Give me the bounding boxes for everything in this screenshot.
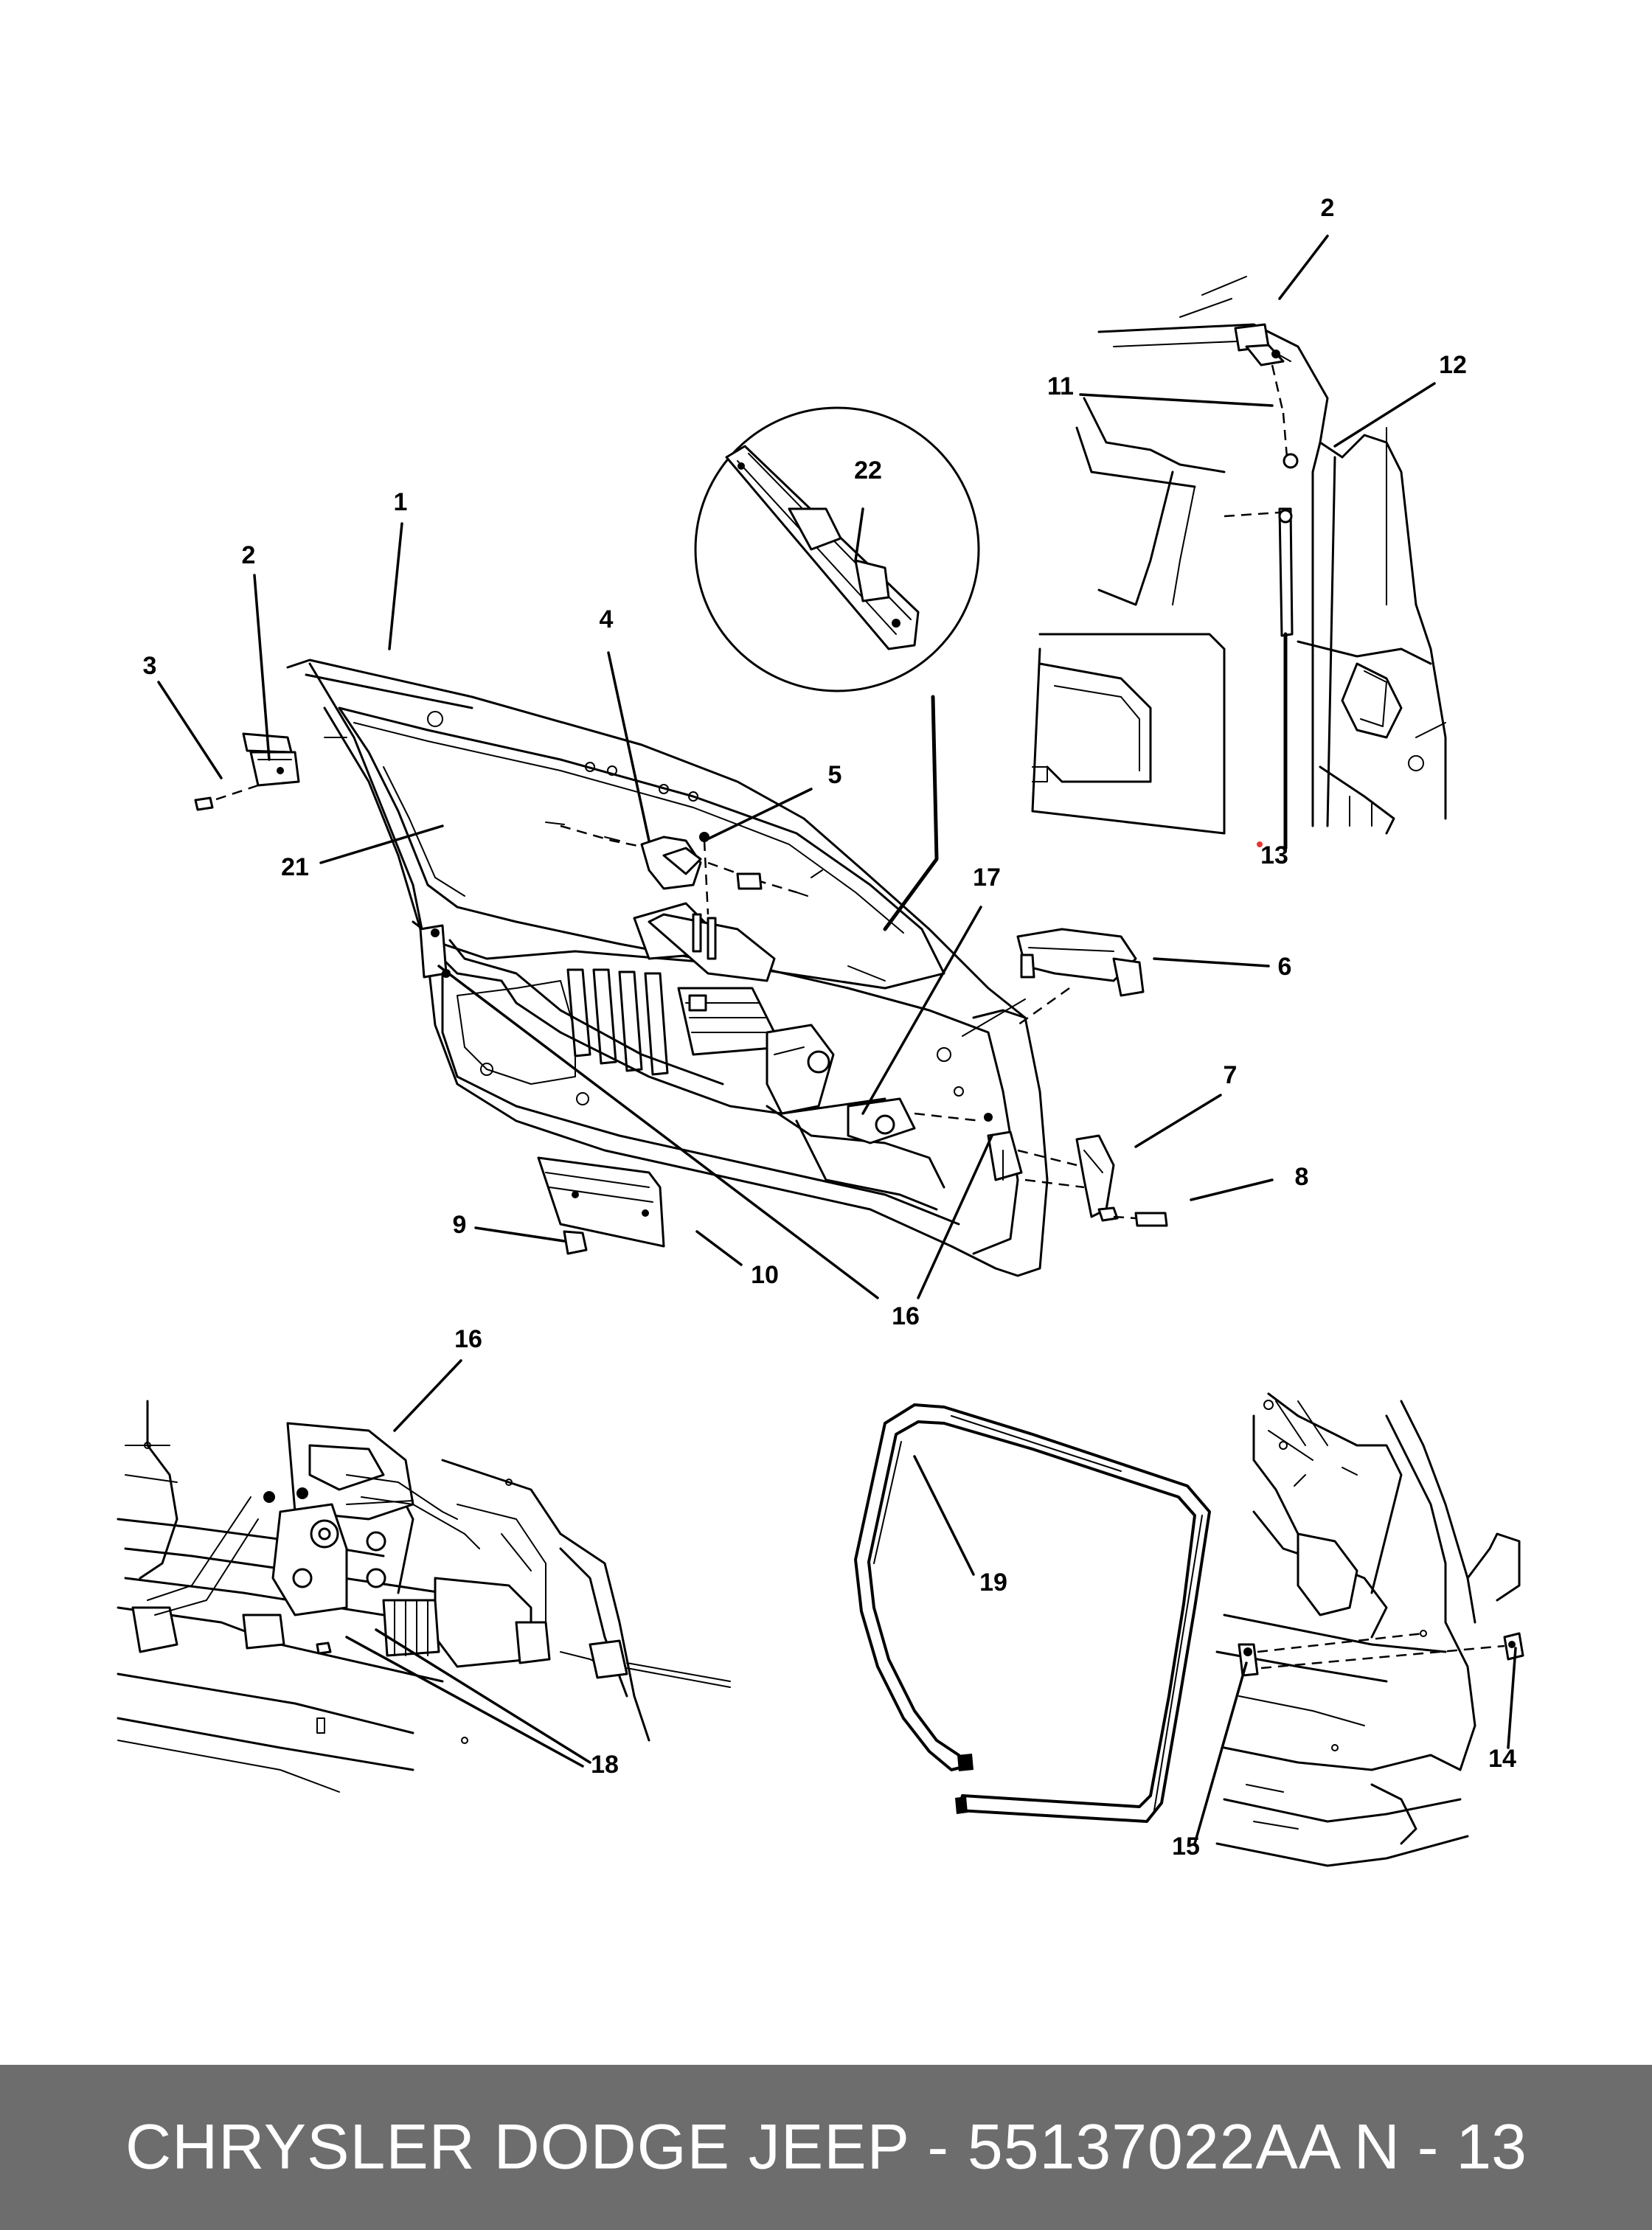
- body-striker-detail-illustration: [1215, 1392, 1524, 1867]
- callout-22: 22: [854, 456, 882, 484]
- callout-3: 3: [143, 652, 157, 680]
- callout-6: 6: [1278, 953, 1292, 981]
- callout-10: 10: [751, 1261, 779, 1289]
- callout-15: 15: [1172, 1833, 1200, 1861]
- leader-lines: [157, 235, 1517, 1845]
- actuator-bellows: [382, 1599, 440, 1657]
- footer-bar: CHRYSLER DODGE JEEP - 55137022AA N - 13: [0, 2065, 1652, 2230]
- parts-diagram: 2 11 12 13 22 1 2 3 4 5 21 17 6 7 8 9 10…: [117, 194, 1524, 1867]
- callout-17: 17: [973, 864, 1001, 892]
- handle-and-striker: [1016, 928, 1168, 1227]
- callout-21: 21: [281, 853, 309, 881]
- callout-labels: 2 11 12 13 22 1 2 3 4 5 21 17 6 7 8 9 10…: [143, 194, 1516, 1861]
- callout-7: 7: [1224, 1061, 1238, 1089]
- callout-16-main: 16: [892, 1302, 920, 1330]
- callout-13: 13: [1260, 841, 1288, 869]
- callout-4: 4: [600, 605, 614, 633]
- callout-12: 12: [1439, 351, 1467, 379]
- callout-18: 18: [591, 1751, 619, 1779]
- footer-part-number: CHRYSLER DODGE JEEP - 55137022AA: [125, 2111, 1342, 2183]
- latch-detail-illustration: [117, 1400, 731, 1793]
- callout-8: 8: [1295, 1163, 1309, 1191]
- liftgate-illustration: [194, 659, 1049, 1277]
- callout-9: 9: [453, 1211, 467, 1239]
- callout-14: 14: [1488, 1745, 1516, 1773]
- callout-11: 11: [1047, 372, 1074, 400]
- callout-1: 1: [394, 488, 408, 516]
- callout-2: 2: [242, 541, 256, 569]
- callout-2-top-right: 2: [1321, 194, 1335, 222]
- reinforcement-detail-circle: [694, 406, 980, 931]
- callout-16-detail: 16: [454, 1325, 482, 1353]
- body-opening-illustration: [1031, 276, 1447, 850]
- callout-19: 19: [979, 1569, 1007, 1597]
- callout-5: 5: [828, 761, 842, 789]
- weatherstrip-illustration: [854, 1403, 1211, 1823]
- footer-page-number: N - 13: [1353, 2111, 1527, 2183]
